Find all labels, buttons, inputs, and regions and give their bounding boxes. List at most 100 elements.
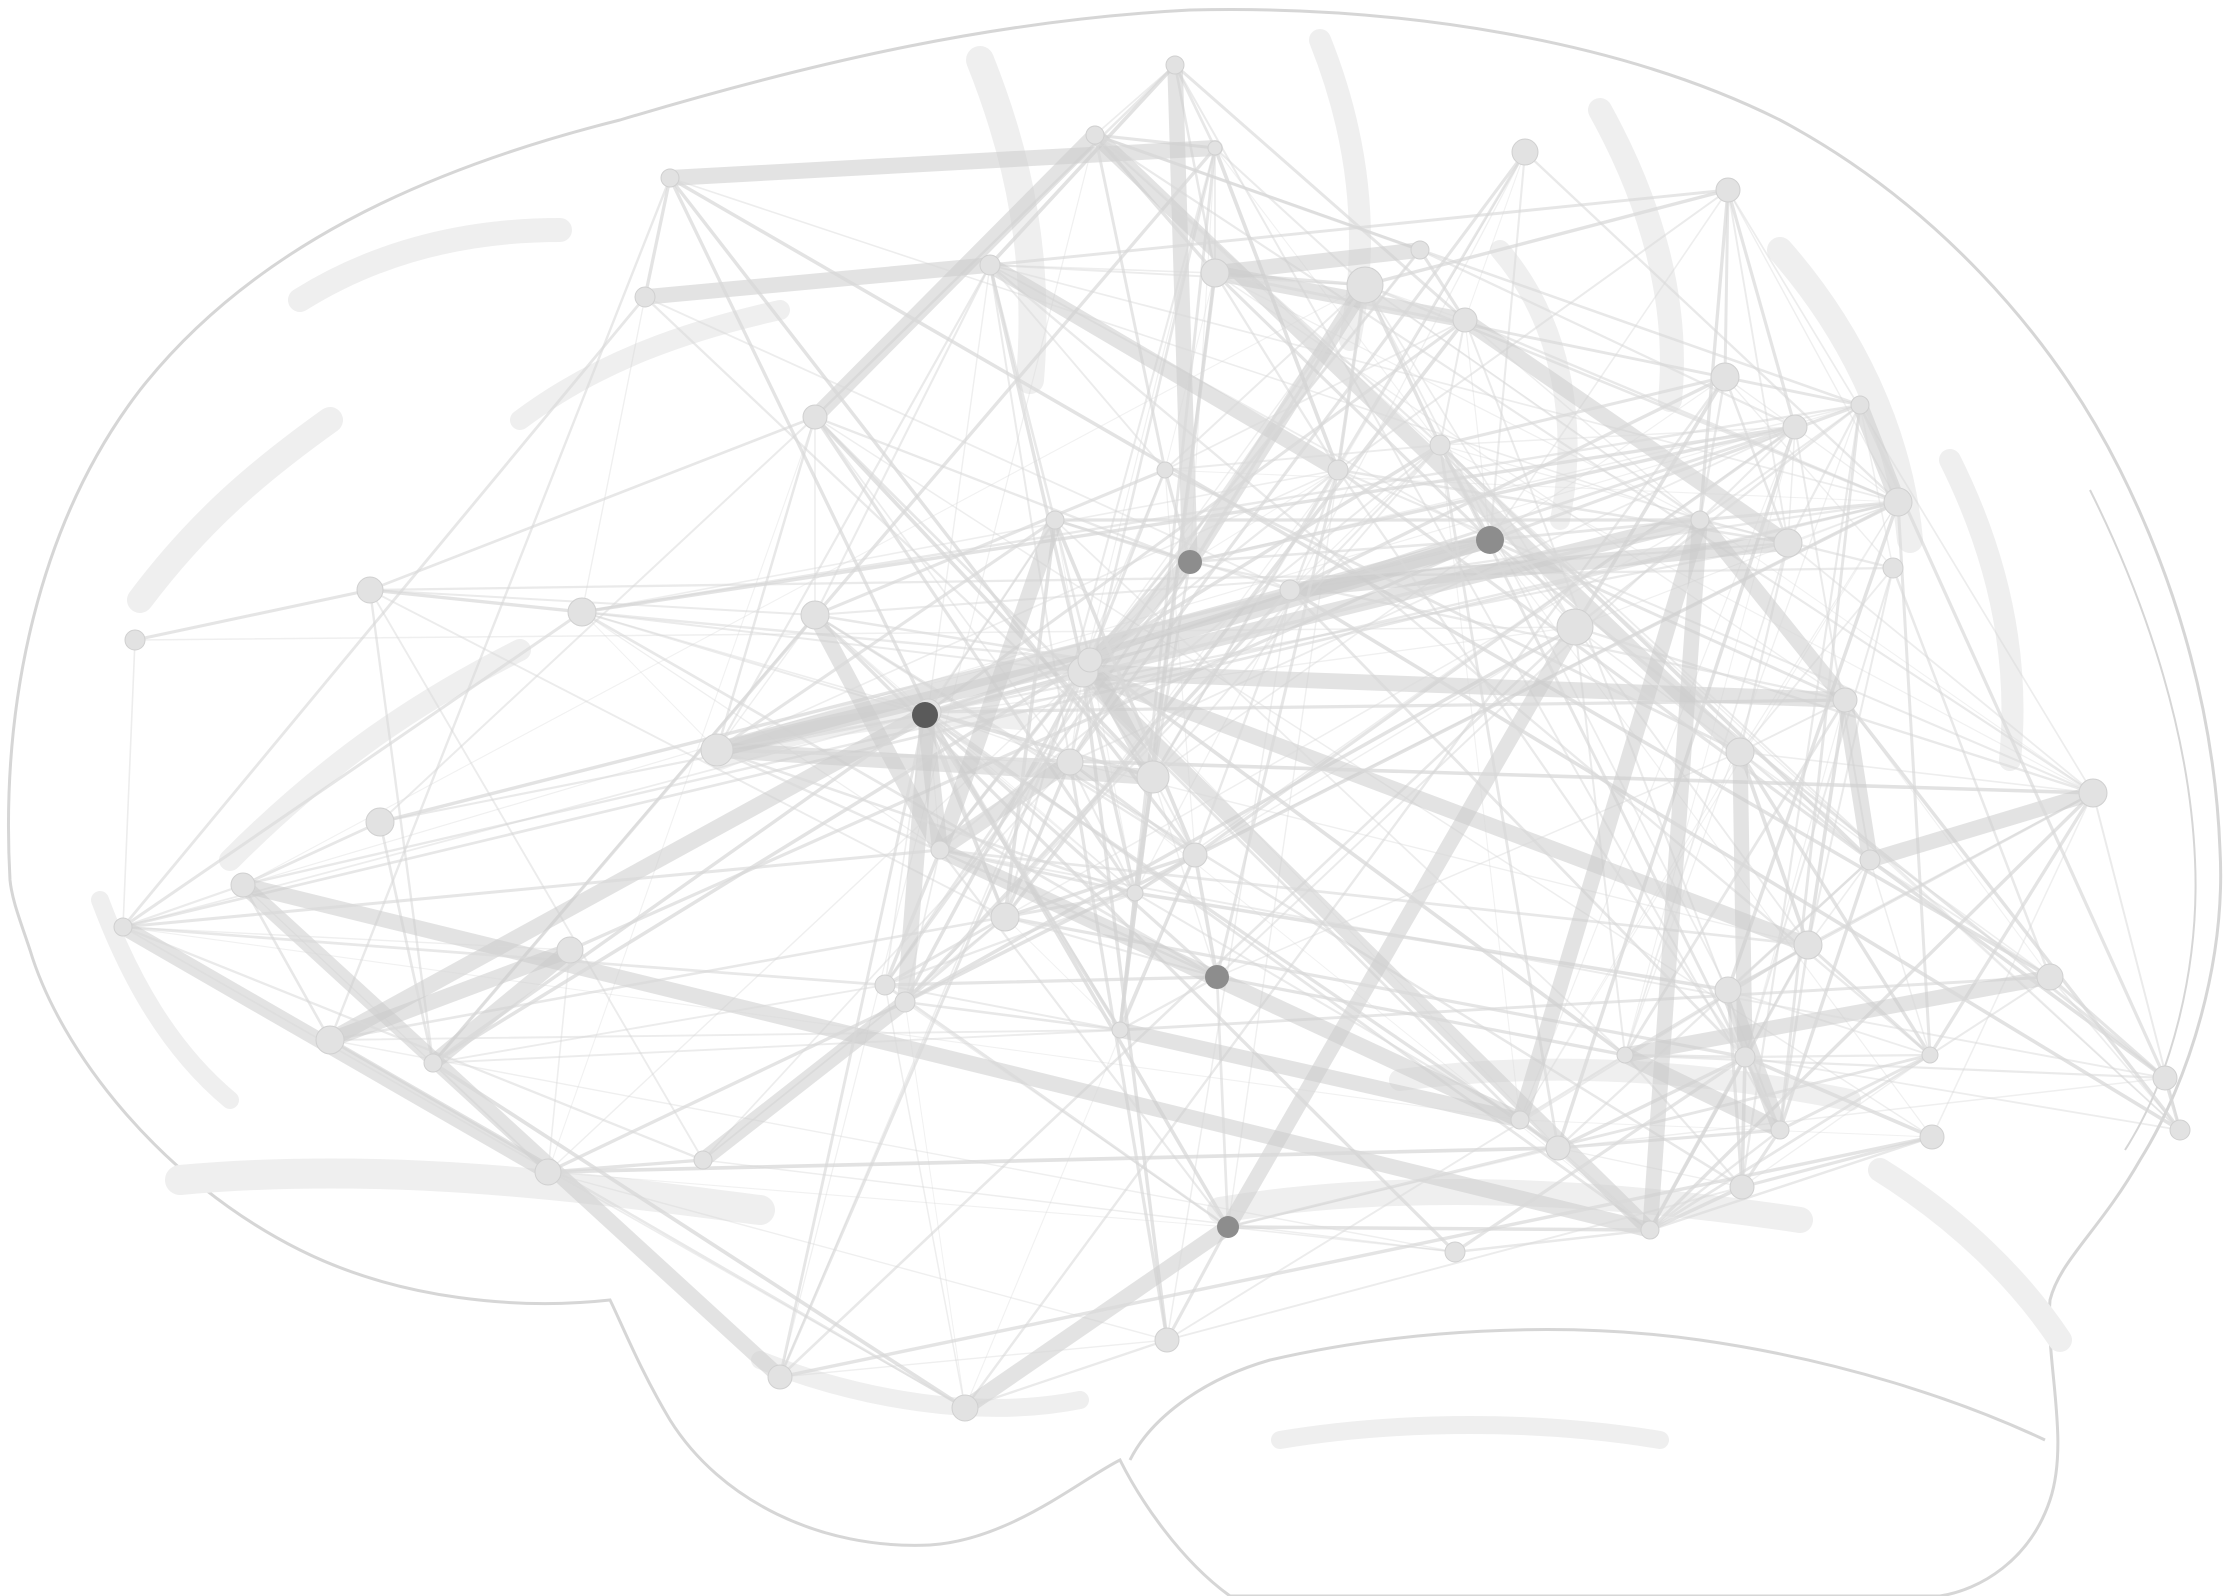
connectome-node <box>1882 557 1904 579</box>
connectome-edge <box>779 1339 1168 1378</box>
connectome-node <box>2152 1065 2178 1091</box>
connectome-node <box>1556 608 1594 646</box>
connectome-edge <box>122 926 1521 1121</box>
connectome-node <box>1429 434 1451 456</box>
connectome-edge <box>121 848 942 929</box>
connectome-node <box>894 991 916 1013</box>
connectome-edge <box>695 994 913 1168</box>
connectome-node <box>693 1150 713 1170</box>
connectome-edge <box>1336 468 2095 795</box>
connectome-edge <box>1726 500 1900 992</box>
connectome-edge <box>547 949 571 1173</box>
connectome-edge <box>938 848 1810 947</box>
connectome-edge <box>883 983 1230 1229</box>
connectome-edge <box>963 1338 1169 1410</box>
connectome-edge <box>813 263 992 617</box>
connectome-node <box>1327 459 1349 481</box>
connectome-edge <box>1727 189 2094 794</box>
connectome-edge <box>1648 1185 1744 1232</box>
connectome-edge <box>134 626 1576 641</box>
connectome-node <box>1545 1135 1571 1161</box>
connectome-node <box>356 576 384 604</box>
connectome-edge <box>923 518 1702 717</box>
connectome-edge <box>1556 858 1872 1150</box>
connectome-node <box>1734 1046 1756 1068</box>
connectome-edge <box>2049 976 2181 1131</box>
connectome-edge <box>369 589 1006 918</box>
connectome-edge <box>1215 975 1230 1229</box>
connectome-edge <box>368 566 1895 592</box>
connectome-edge <box>432 984 886 1064</box>
connectome-edge <box>1288 375 1727 592</box>
connectome-edge <box>1778 403 1862 1132</box>
connectome-edge <box>1215 468 1340 979</box>
connectome-edge <box>121 925 705 1162</box>
connectome-edge <box>923 588 1292 717</box>
connectome-edge <box>1087 127 1748 760</box>
connectome-edge <box>121 610 584 929</box>
connectome-edge <box>1118 975 2052 1032</box>
connectome-edge <box>1523 150 1900 504</box>
connectome-edge <box>431 613 817 1065</box>
connectome-edge <box>241 820 382 887</box>
connectome-edge <box>904 1001 1229 1228</box>
connectome-edge <box>1858 403 2167 1080</box>
connectome-node <box>1714 976 1742 1004</box>
connectome-edge <box>1519 1119 1933 1138</box>
connectome-node <box>1182 842 1208 868</box>
connectome-edge <box>917 707 948 858</box>
connectome-edge <box>1189 469 1339 563</box>
connectome-node <box>1850 395 1870 415</box>
connectome-edge <box>1489 376 1726 541</box>
connectome-edge <box>1216 519 1701 978</box>
connectome-node <box>990 902 1020 932</box>
connectome-edge <box>1337 151 1526 471</box>
connectome-edge <box>432 1062 549 1173</box>
sulcus <box>1939 449 2024 771</box>
connectome-edge <box>982 257 1346 478</box>
connectome-edge <box>989 264 1166 471</box>
connectome-edge <box>1194 626 1576 856</box>
connectome-edge <box>328 176 672 1042</box>
connectome-edge <box>1574 626 1809 946</box>
connectome-edge <box>778 658 1092 1379</box>
connectome-edge <box>904 849 941 1003</box>
connectome-node <box>1111 1021 1129 1039</box>
connectome-edge <box>1739 751 2051 978</box>
connectome-edge <box>813 613 1744 1189</box>
connectome-edge <box>1862 785 2101 868</box>
connectome-edge <box>1778 1053 1932 1132</box>
connectome-edge <box>1859 404 1894 569</box>
connectome-edge <box>883 891 1137 987</box>
connectome-edge <box>1624 404 1861 1056</box>
connectome-edge <box>2048 975 2167 1080</box>
connectome-edge <box>1164 319 1466 471</box>
connectome-edge <box>1723 188 1730 379</box>
cerebellum-outline <box>1128 1328 2046 1461</box>
connectome-edge <box>923 713 1560 1150</box>
connectome-edge <box>1512 512 1708 1128</box>
sulcus <box>1271 1416 1669 1449</box>
connectome-edge <box>988 188 1730 267</box>
connectome-edge <box>1069 761 1809 946</box>
connectome-edge <box>1213 271 1492 542</box>
connectome-edge <box>1726 188 1797 429</box>
connectome-edge <box>1557 1147 1651 1231</box>
connectome-edge <box>813 415 1192 564</box>
connectome-node <box>124 629 146 651</box>
connectome-edge <box>1438 443 1560 1150</box>
connectome-edge <box>1004 469 1339 918</box>
connectome-edge <box>1112 1022 1528 1128</box>
connectome-edge <box>1698 425 1797 522</box>
connectome-edge <box>1732 744 1753 1065</box>
connectome-node <box>1085 125 1105 145</box>
connectome-edge <box>1573 375 1727 629</box>
connectome-edge <box>1739 501 1899 753</box>
connectome-edge <box>1003 518 1057 919</box>
connectome-node <box>1217 1216 1239 1238</box>
connectome-edge <box>133 588 372 642</box>
connectome-edge <box>702 761 1071 1161</box>
connectome-edge <box>1617 1047 1788 1138</box>
